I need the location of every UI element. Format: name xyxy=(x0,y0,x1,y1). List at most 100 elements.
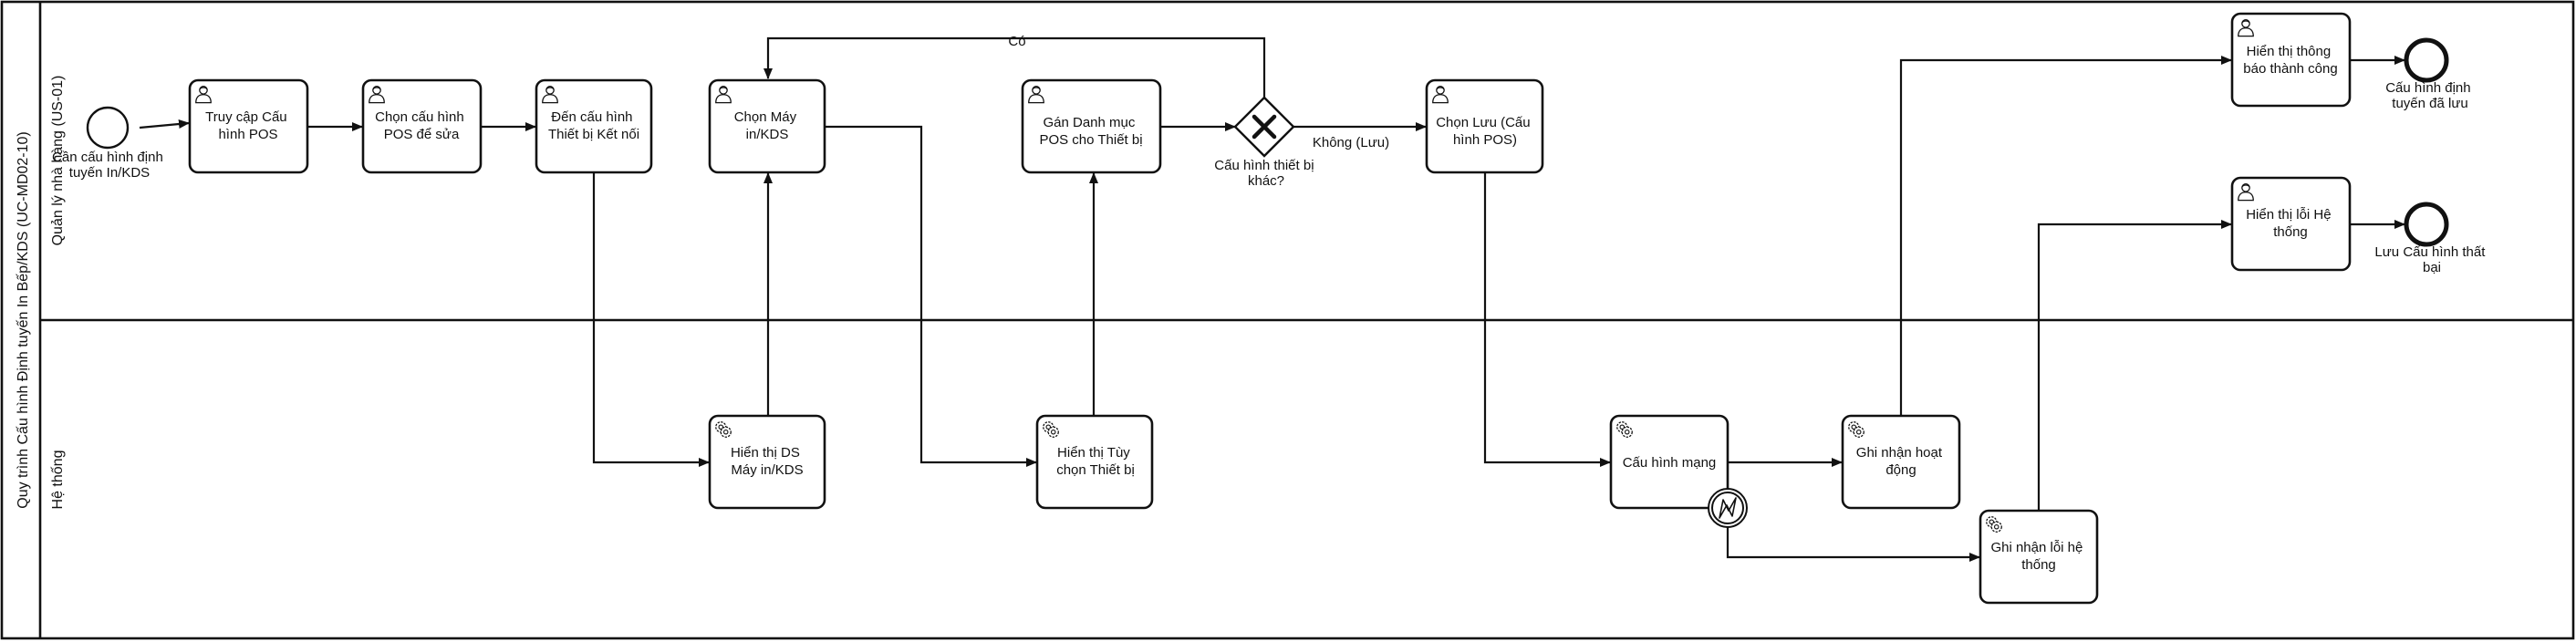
task-label-line: thống xyxy=(2021,557,2056,573)
task-label-line: Chọn Lưu (Cấu xyxy=(1436,115,1530,130)
task-label-line: Ghi nhận hoạt xyxy=(1856,445,1943,461)
end-event-label-line: bại xyxy=(2423,260,2441,275)
task-label: Hiển thị Tùy chọn Thiết bị xyxy=(1056,445,1135,478)
task-label-line: Máy in/KDS xyxy=(731,462,803,478)
task-log-error[interactable]: Ghi nhận lỗi hệ thống xyxy=(1979,509,2099,605)
start-event[interactable]: Cần cấu hình định tuyến In/KDS xyxy=(52,106,167,181)
task-show-success[interactable]: Hiển thị thông báo thành công xyxy=(2230,12,2352,108)
task-label-line: POS để sửa xyxy=(384,127,460,142)
error-boundary-icon xyxy=(1719,497,1737,519)
task-box[interactable] xyxy=(1035,414,1154,510)
start-event-label: Cần cấu hình định tuyến In/KDS xyxy=(52,150,167,181)
flow-device-to-show-printers xyxy=(592,172,710,467)
boundary-event-inner xyxy=(1711,492,1744,524)
task-label: Đến cấu hình Thiết bị Kết nối xyxy=(548,109,639,142)
end-event-fail-label: Lưu Cấu hình thất bại xyxy=(2374,244,2488,275)
task-label-line: báo thành công xyxy=(2243,61,2337,77)
task-box[interactable] xyxy=(2230,12,2352,108)
flow-save-to-network xyxy=(1483,173,1611,467)
task-label-line: POS cho Thiết bị xyxy=(1039,132,1142,148)
task-label: Hiển thị lỗi Hệ thống xyxy=(2246,207,2335,240)
task-label-line: hình POS) xyxy=(1453,132,1517,148)
task-choose-save[interactable]: Chọn Lưu (Cấu hình POS) xyxy=(1425,78,1544,174)
pool-label: Quy trình Cấu hình Định tuyến In Bếp/KDS… xyxy=(16,131,31,509)
lane-label-store-manager: Quản lý nhà hàng (US-01) xyxy=(50,76,66,246)
task-label: Cấu hình mạng xyxy=(1623,455,1717,471)
task-label-line: hình POS xyxy=(218,127,277,142)
task-label: Ghi nhận hoạt động xyxy=(1856,445,1946,478)
task-box[interactable] xyxy=(1609,414,1729,510)
flow-select-printer-to-show-options xyxy=(825,125,1037,467)
task-access-pos[interactable]: Truy cập Cấu hình POS xyxy=(188,78,309,174)
task-label: Hiển thị DS Máy in/KDS xyxy=(731,445,804,478)
end-event-circle[interactable] xyxy=(2404,37,2449,83)
flow-error-to-log-error xyxy=(1726,527,1980,562)
end-event-label-line: tuyến đã lưu xyxy=(2392,96,2467,111)
task-box[interactable] xyxy=(708,78,826,174)
end-event-success[interactable]: Cấu hình định tuyến đã lưu xyxy=(2385,37,2475,111)
task-label-line: Hiển thị Tùy xyxy=(1057,445,1130,461)
task-box[interactable] xyxy=(535,78,653,174)
end-event-success-label: Cấu hình định tuyến đã lưu xyxy=(2385,80,2475,111)
task-box[interactable] xyxy=(1021,78,1162,174)
boundary-error-event[interactable] xyxy=(1708,488,1748,528)
end-event-label-line: Lưu Cấu hình thất xyxy=(2374,244,2486,260)
task-label-line: in/KDS xyxy=(746,127,789,142)
task-label-line: Hiển thị DS xyxy=(731,445,800,461)
task-assign-category[interactable]: Gán Danh mục POS cho Thiết bị xyxy=(1021,78,1162,174)
task-label: Hiển thị thông báo thành công xyxy=(2243,44,2337,77)
task-box[interactable] xyxy=(2230,176,2352,272)
start-event-label-line: tuyến In/KDS xyxy=(69,165,150,181)
flow-gateway-yes xyxy=(763,36,1266,98)
task-network-config[interactable]: Cấu hình mạng xyxy=(1609,414,1729,510)
task-label-line: Chọn cấu hình xyxy=(375,109,464,125)
task-label-line: động xyxy=(1885,462,1916,478)
task-go-device[interactable]: Đến cấu hình Thiết bị Kết nối xyxy=(535,78,653,174)
task-show-error[interactable]: Hiển thị lỗi Hệ thống xyxy=(2230,176,2352,272)
task-label: Gán Danh mục POS cho Thiết bị xyxy=(1039,115,1142,148)
task-log-activity[interactable]: Ghi nhận hoạt động xyxy=(1841,414,1961,510)
task-box[interactable] xyxy=(1841,414,1961,510)
gateway-label-line: Cấu hình thiết bị xyxy=(1214,158,1314,173)
task-select-printer[interactable]: Chọn Máy in/KDS xyxy=(708,78,826,174)
end-event-circle[interactable] xyxy=(2404,202,2449,247)
flow-log-error-to-show-error xyxy=(2037,220,2232,511)
start-event-label-line: Cần cấu hình định xyxy=(52,150,163,165)
task-label-line: Đến cấu hình xyxy=(551,109,632,125)
task-box[interactable] xyxy=(188,78,309,174)
sequence-flows xyxy=(139,36,2405,562)
task-label-line: Ghi nhận lỗi hệ xyxy=(1990,540,2083,555)
end-event-fail[interactable]: Lưu Cấu hình thất bại xyxy=(2374,202,2488,275)
task-label: Chọn Máy in/KDS xyxy=(734,109,801,142)
task-label: Truy cập Cấu hình POS xyxy=(205,109,291,142)
flow-start-to-access xyxy=(139,119,190,129)
task-label-line: Gán Danh mục xyxy=(1043,115,1135,130)
task-label: Ghi nhận lỗi hệ thống xyxy=(1990,540,2086,573)
end-event-label-line: Cấu hình định xyxy=(2385,80,2470,96)
task-box[interactable] xyxy=(1425,78,1544,174)
exclusive-gateway[interactable]: Cấu hình thiết bị khác? Có Không (Lưu) xyxy=(1008,34,1389,189)
task-label-line: thống xyxy=(2273,224,2308,240)
start-event-circle[interactable] xyxy=(86,106,130,150)
task-label-line: Hiển thị lỗi Hệ xyxy=(2246,207,2331,223)
flow-log-activity-to-success xyxy=(1899,56,2232,416)
task-box[interactable] xyxy=(361,78,483,174)
task-show-printers[interactable]: Hiển thị DS Máy in/KDS xyxy=(708,414,826,510)
gateway-no-label: Không (Lưu) xyxy=(1313,135,1389,150)
task-label: Chọn Lưu (Cấu hình POS) xyxy=(1436,115,1534,148)
task-select-pos[interactable]: Chọn cấu hình POS để sửa xyxy=(361,78,483,174)
task-label: Chọn cấu hình POS để sửa xyxy=(375,109,468,142)
exclusive-gateway-x-icon xyxy=(1252,114,1277,140)
gateway-label: Cấu hình thiết bị khác? xyxy=(1214,158,1317,189)
task-label-line: Hiển thị thông xyxy=(2247,44,2332,59)
task-label-line: Truy cập Cấu xyxy=(205,109,286,125)
task-box[interactable] xyxy=(1979,509,2099,605)
lane-label-system: Hệ thống xyxy=(50,450,66,510)
task-box[interactable] xyxy=(708,414,826,510)
task-label-line: Chọn Máy xyxy=(734,109,797,125)
task-show-options[interactable]: Hiển thị Tùy chọn Thiết bị xyxy=(1035,414,1154,510)
task-label-line: chọn Thiết bị xyxy=(1056,462,1135,478)
gateway-label-line: khác? xyxy=(1248,173,1284,189)
